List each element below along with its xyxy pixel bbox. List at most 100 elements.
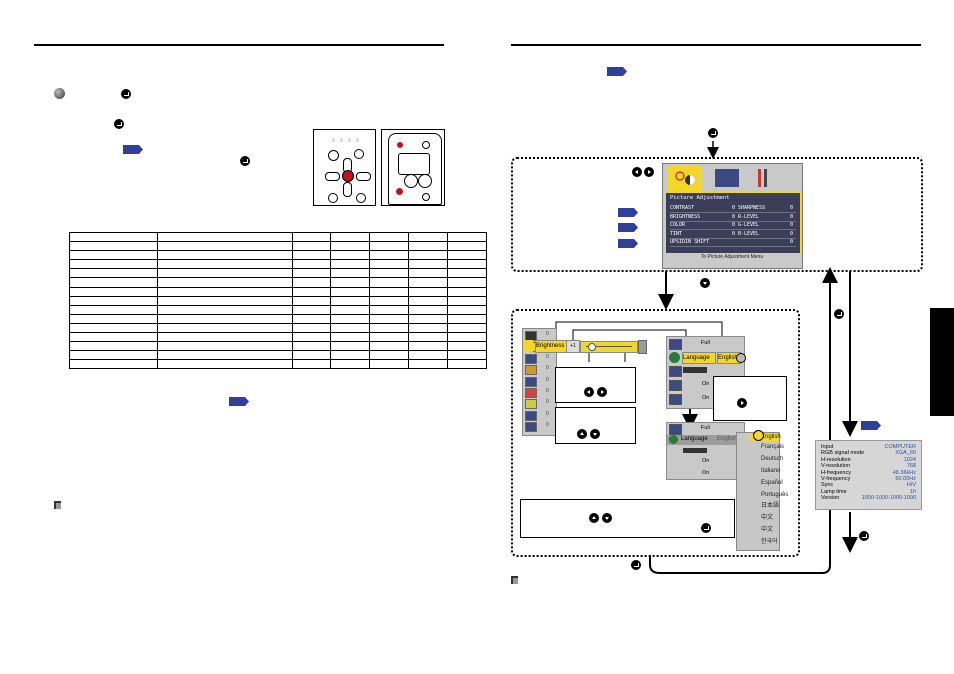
remote-dpad bbox=[404, 174, 418, 188]
keystone-value bbox=[683, 367, 707, 373]
enter-icon bbox=[631, 560, 641, 570]
sidebar-value: 0 bbox=[546, 422, 549, 429]
down-arrow-button-icon bbox=[590, 429, 600, 439]
menu-item-value: 0 bbox=[732, 230, 736, 237]
language-option[interactable]: Português bbox=[761, 491, 789, 498]
remote-button bbox=[328, 150, 339, 161]
main-menu-area bbox=[511, 157, 923, 272]
remote-red-button bbox=[396, 188, 403, 195]
remote-button bbox=[328, 193, 338, 203]
note-icon bbox=[511, 576, 518, 584]
table-cell bbox=[447, 359, 487, 370]
menu-item-label: TINT bbox=[670, 230, 683, 237]
menu-item-label: CONTRAST bbox=[670, 205, 695, 211]
info-key: H-resolution bbox=[821, 456, 851, 463]
left-arrow-button-icon bbox=[632, 167, 642, 177]
language-option[interactable]: Italiano bbox=[761, 467, 781, 474]
menu-tab-picture[interactable] bbox=[668, 165, 702, 191]
enter-icon bbox=[701, 523, 711, 533]
menu-item-label: UPSIDIN SHIFT bbox=[670, 239, 710, 245]
sidebar-icon[interactable] bbox=[525, 410, 537, 421]
panel-icon bbox=[669, 380, 682, 391]
enter-icon bbox=[114, 119, 124, 129]
language-option[interactable]: 中文 bbox=[761, 527, 774, 534]
table-row bbox=[69, 295, 487, 306]
sidebar-icon[interactable] bbox=[525, 422, 537, 433]
tools-icon[interactable] bbox=[756, 168, 770, 188]
language-option[interactable]: Français bbox=[761, 444, 785, 450]
table-cell bbox=[447, 295, 487, 306]
language-row: Language English bbox=[667, 435, 744, 445]
page-reference-tag bbox=[861, 421, 881, 430]
sidebar-value: 0 bbox=[546, 399, 549, 406]
language-option[interactable]: English bbox=[749, 433, 781, 442]
sidebar-icon[interactable] bbox=[525, 353, 537, 364]
sidebar-icon[interactable] bbox=[525, 365, 537, 376]
sidebar-icon[interactable] bbox=[525, 376, 537, 387]
keystone-value bbox=[683, 448, 707, 453]
page-reference-tag bbox=[618, 223, 638, 232]
language-value[interactable]: English bbox=[717, 352, 741, 364]
menu-item-value: 0 bbox=[790, 230, 794, 237]
panel-row-language: Language English bbox=[669, 352, 742, 364]
menu-item-value: 0 bbox=[790, 222, 794, 228]
menu-item-value: 0 bbox=[732, 213, 736, 220]
note-icon bbox=[54, 501, 61, 509]
enter-icon bbox=[859, 531, 869, 541]
right-arrow-button-icon bbox=[644, 167, 654, 177]
language-instruction-box bbox=[520, 499, 735, 538]
remote-dpad bbox=[418, 174, 432, 188]
info-value: 1h bbox=[909, 488, 916, 495]
language-value: English bbox=[717, 436, 737, 442]
enter-icon bbox=[834, 309, 844, 319]
sidebar-icon[interactable] bbox=[525, 388, 537, 398]
remote-left-button bbox=[325, 172, 340, 181]
language-option[interactable]: 中文 bbox=[761, 515, 774, 522]
info-key: RGB signal mode bbox=[821, 450, 865, 457]
table-row bbox=[69, 332, 487, 343]
menu-item-label: BRIGHTNESS bbox=[670, 213, 701, 220]
language-option[interactable]: 日本語 bbox=[761, 503, 780, 510]
display-icon bbox=[669, 424, 682, 435]
slider-knob[interactable] bbox=[588, 343, 596, 351]
info-key: V-resolution bbox=[821, 463, 851, 470]
left-arrow-button-icon bbox=[584, 387, 594, 397]
language-option[interactable]: Español bbox=[761, 479, 783, 486]
sidebar-icon[interactable] bbox=[525, 399, 537, 410]
menu-item-value: 0 bbox=[732, 222, 736, 228]
table-cell bbox=[447, 341, 487, 352]
brightness-value-badge: +1 bbox=[566, 340, 580, 353]
table-cell bbox=[447, 350, 487, 361]
language-label[interactable]: Language bbox=[682, 352, 716, 364]
on-value: On bbox=[702, 458, 710, 464]
info-key: V-frequency bbox=[821, 475, 851, 482]
page-reference-tag bbox=[607, 67, 627, 76]
brightness-icon bbox=[523, 340, 533, 352]
table-row bbox=[69, 313, 487, 324]
table-cell bbox=[447, 250, 487, 261]
language-option[interactable]: 한국어 bbox=[761, 539, 778, 546]
language-option[interactable]: Deutsch bbox=[761, 455, 784, 462]
remote-enter-button bbox=[342, 170, 354, 182]
language-cursor-icon bbox=[753, 430, 764, 441]
sidebar-value: 0 bbox=[546, 410, 549, 417]
sidebar-value: 0 bbox=[546, 365, 549, 372]
monitor-icon[interactable] bbox=[715, 169, 739, 187]
info-value: 768 bbox=[906, 463, 916, 470]
table-row bbox=[69, 277, 487, 288]
menu-item-label: COLOR bbox=[670, 222, 686, 228]
brightness-slider[interactable] bbox=[580, 341, 638, 353]
on-value: On bbox=[702, 395, 710, 401]
